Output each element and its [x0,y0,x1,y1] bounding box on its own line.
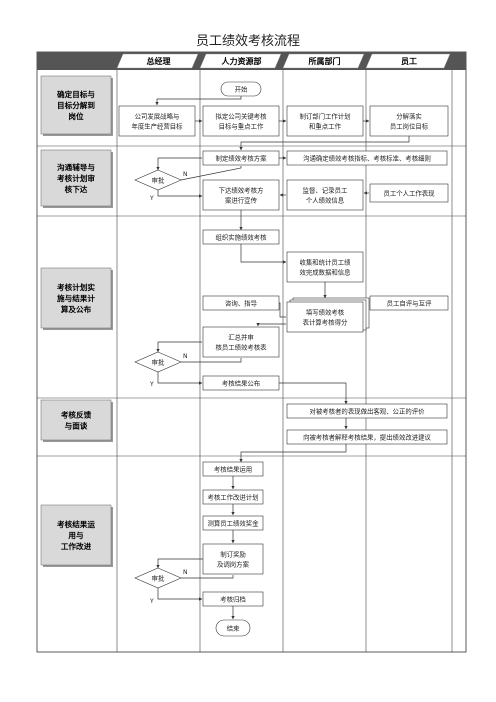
flow-box-label: 制订部门工作计划和重点工作 [299,111,350,130]
branch-label: N [183,353,188,360]
branch-label: Y [149,381,154,388]
lane-header-label: 总经理 [147,56,171,66]
flow-box-hr_improve: 考核工作改进计划 [202,489,264,505]
flow-box-label: 填写绩效考核表计算考核得分 [303,307,348,326]
stage-label-box [40,267,112,329]
flow-box-dept_plan: 制订部门工作计划和重点工作 [286,105,364,137]
flow-box-label: 拟定公司关键考核目标与重点工作 [215,111,267,130]
flow-box-label: 分解落实员工岗位目标 [390,111,429,130]
flow-box-hr_consult: 咨询、指导 [202,295,280,311]
flow-box-dept_fill: 填写绩效考核表计算考核得分 [286,297,370,333]
flow-connector [155,96,242,106]
page-title: 员工绩效考核流程 [195,34,300,49]
lane-header-cell [199,53,282,69]
flow-box-hr_reward: 制订奖励及调岗方案 [202,543,264,575]
flow-box-hr_use: 考核结果运用 [202,461,264,477]
branch-label: N [183,171,188,178]
flow-box-label: 公司发展战略与年度生产经营目标 [131,111,183,130]
flow-box-label: 汇总并审核员工绩效考核表 [215,332,267,351]
stage-label: 考核结果运用与工作改进 [57,519,95,551]
flow-box-dept_monitor: 监督、记录员工个人绩效信息 [286,179,364,211]
decision-approve2: 审批 [134,351,182,373]
stage-label: 沟通辅导与考核计划审核下达 [57,162,95,194]
terminator-end: 结束 [215,619,251,637]
flow-connector [180,166,242,181]
stage-label: 考核反馈与面谈 [61,410,92,431]
decision-label: 审批 [152,573,165,582]
flow-box-emp_self: 员工自评与互评 [369,295,449,311]
flow-box-hr_plan: 制定绩效考核方案 [202,150,280,166]
decision-label: 审批 [152,357,165,366]
flow-connector [156,558,203,569]
stage-label-box [40,399,112,441]
flow-box-label: 考核结果公布 [222,378,261,387]
lane-header-cell [365,53,451,69]
lane-header-label: 所属部门 [308,56,341,66]
lane-header-label: 人力资源部 [222,56,262,66]
flow-box-label: 监督、记录员工个人绩效信息 [303,185,348,204]
lane-header-cell [116,53,199,69]
flow-connector [279,382,348,405]
terminator-start: 开始 [220,81,262,97]
stage-label-box [40,75,112,135]
branch-label: Y [149,195,154,202]
flow-box-dept_explain: 向被考核者解释考核结果，提出绩效改进建议 [286,429,448,445]
flow-box-hr_bonus: 测算员工绩效奖金 [202,515,264,531]
flow-box-hr_org: 组织实施绩效考核 [202,229,280,245]
flow-box-label: 制订奖励及调岗方案 [217,549,250,568]
flow-connector [157,372,203,385]
terminator-label: 结束 [227,623,240,632]
flow-connector [240,244,287,264]
flow-connector [157,588,203,601]
lane-header-label: 员工 [401,57,417,66]
flow-connector [156,157,202,171]
flow-box-hr_summary: 汇总并审核员工绩效考核表 [202,326,280,358]
flow-connector [239,136,410,151]
flow-box-label: 下达绩效考核方案进行宣传 [219,185,264,204]
flow-box-label: 考核结果运用 [214,464,252,473]
flow-box-hr_issue: 下达绩效考核方案进行宣传 [202,179,280,211]
flow-connector [279,302,286,318]
flow-box-hr_publish: 考核结果公布 [202,375,280,391]
flow-connector [181,575,234,579]
decision-label: 审批 [152,175,165,184]
flow-box-label: 沟通确定绩效考核指标、考核标准、考核细则 [303,153,431,162]
flow-connector [256,322,286,327]
stage-label: 考核计划实施与结果计算及公布 [57,282,95,314]
stage-label-box [40,149,112,207]
flow-box-hr_kpi: 拟定公司关键考核目标与重点工作 [202,105,280,137]
flow-connector [239,444,347,463]
branch-label: Y [149,598,154,605]
lane-header-cell [282,53,365,69]
flow-box-dept_eval: 对被考核者的表现做出客观、公正的评价 [286,403,448,419]
flow-box-dept_collect: 收集和统计员工绩效完成数据和信息 [286,251,364,283]
flow-box-label: 制定绩效考核方案 [215,153,267,162]
flow-box-label: 员工自评与互评 [387,298,432,307]
flow-connector [157,190,203,198]
decision-approve1: 审批 [134,169,182,191]
stage-label-box [40,504,112,566]
flow-box-label: 对被考核者的表现做出客观、公正的评价 [309,406,425,415]
flow-box-emp_perf: 员工个人工作表现 [369,183,449,203]
flow-box-hr_archive: 考核归档 [202,591,264,607]
flow-connector [156,341,202,353]
terminator-label: 开始 [235,84,248,93]
flow-box-gm_strategy: 公司发展战略与年度生产经营目标 [118,105,196,137]
flow-box-label: 收集和统计员工绩效完成数据和信息 [299,257,351,276]
flow-box-label: 考核工作改进计划 [207,492,258,501]
flow-box-label: 员工个人工作表现 [383,188,435,197]
flow-box-label: 向被考核者解释考核结果，提出绩效改进建议 [303,432,431,441]
flow-box-dept_comm: 沟通确定绩效考核指标、考核标准、考核细则 [286,150,448,166]
branch-label: N [183,569,188,576]
flow-box-emp_goal: 分解落实员工岗位目标 [369,105,449,137]
decision-approve3: 审批 [134,567,182,589]
flow-box-label: 组织实施绩效考核 [215,232,267,241]
flow-box-label: 咨询、指导 [225,298,258,307]
flow-box-label: 测算员工绩效奖金 [207,518,259,527]
flow-box-label: 考核归档 [220,594,246,603]
stage-label: 确定目标与目标分解到岗位 [57,89,95,121]
flow-connector [181,358,242,363]
